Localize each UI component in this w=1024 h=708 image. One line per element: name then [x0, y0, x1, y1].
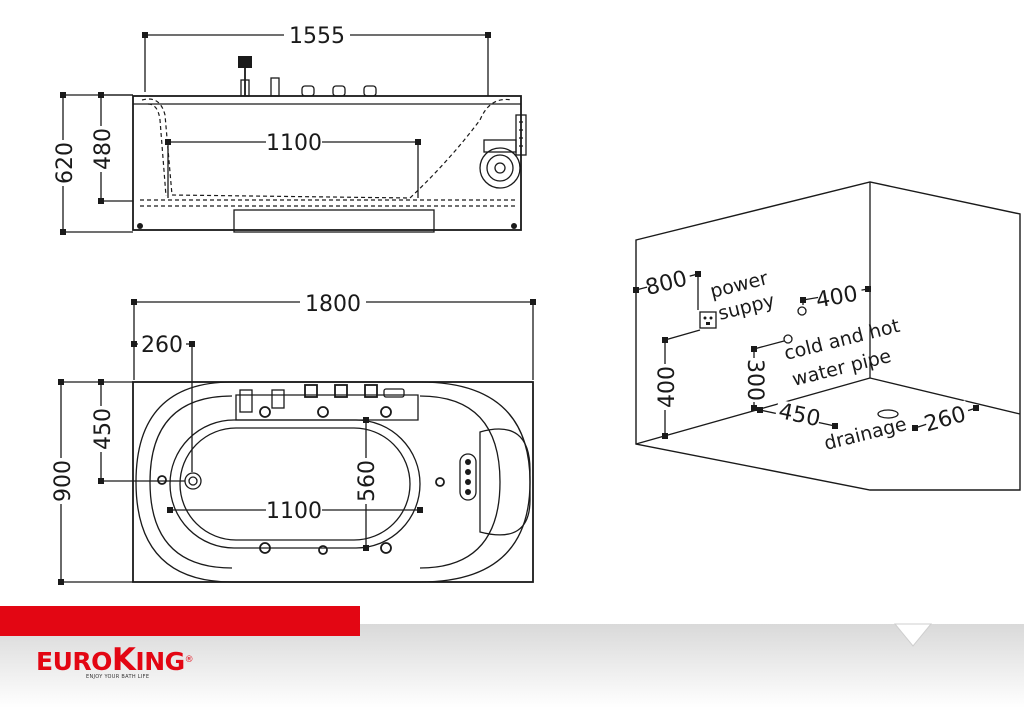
dim-side-width: 1555 [289, 24, 345, 49]
drain-label: drainage [822, 413, 909, 455]
dim-top-inner-width: 560 [355, 460, 380, 502]
top-view: 1800 260 900 450 560 1100 [46, 290, 536, 585]
dim-left-height: 400 [655, 366, 680, 408]
side-basin-profile [141, 98, 513, 199]
side-view: 1555 620 480 1100 [48, 22, 527, 235]
logo-registered: ® [184, 655, 194, 665]
top-rim [135, 381, 531, 583]
side-body-outline [132, 95, 522, 231]
handshower-icon [271, 389, 285, 409]
dim-pipe-offset: 400 [814, 282, 860, 314]
eurokking-logo: EUROKING® ENJOY YOUR BATH LIFE [36, 645, 196, 692]
control-panel-icon [383, 388, 405, 398]
logo-euro: EURO [36, 647, 112, 676]
control-button-icon [304, 384, 318, 398]
logo-ing: ING [135, 647, 185, 676]
faucet-icon [238, 56, 252, 68]
dim-top-width: 900 [51, 460, 76, 502]
dim-drain-left: 450 [776, 399, 822, 432]
pipe-icon [783, 334, 793, 344]
logo-k: K [111, 642, 136, 678]
dim-top-inner-length: 1100 [266, 499, 322, 524]
control-knob-icon [332, 85, 346, 97]
dim-side-height: 620 [53, 142, 78, 184]
power-socket-icon [699, 311, 717, 329]
top-body-outline [132, 381, 534, 583]
footer [0, 606, 1024, 708]
control-button-icon [334, 384, 348, 398]
control-knob-icon [363, 85, 377, 97]
dim-top-length: 1800 [305, 292, 361, 317]
side-base [233, 209, 435, 233]
dim-top-drain-offset: 260 [141, 333, 183, 358]
dim-side-inner-length: 1100 [266, 131, 322, 156]
pipe-icon [797, 306, 807, 316]
handshower-icon [270, 77, 280, 97]
top-basin [169, 419, 421, 549]
control-knob-icon [301, 85, 315, 97]
dim-side-inner-height: 480 [91, 128, 116, 170]
logo-tagline: ENJOY YOUR BATH LIFE [86, 674, 150, 680]
massage-jets [157, 406, 477, 555]
grey-band [0, 624, 1024, 708]
control-button-icon [364, 384, 378, 398]
dim-top-half-width: 450 [91, 408, 116, 450]
dim-power-height: 800 [643, 266, 690, 300]
dim-pipe-height: 300 [742, 359, 767, 401]
drain-icon [877, 409, 899, 419]
faucet-icon [239, 389, 253, 413]
red-band [0, 606, 360, 636]
installation-diagram: 800 power suppy 400 cold and hot water p… [633, 181, 1021, 491]
headrest [479, 428, 531, 536]
drain-icon [184, 472, 202, 490]
dim-drain-right: 260 [922, 402, 969, 438]
pump-motor-icon [479, 114, 527, 189]
pointer-notch [893, 623, 933, 647]
